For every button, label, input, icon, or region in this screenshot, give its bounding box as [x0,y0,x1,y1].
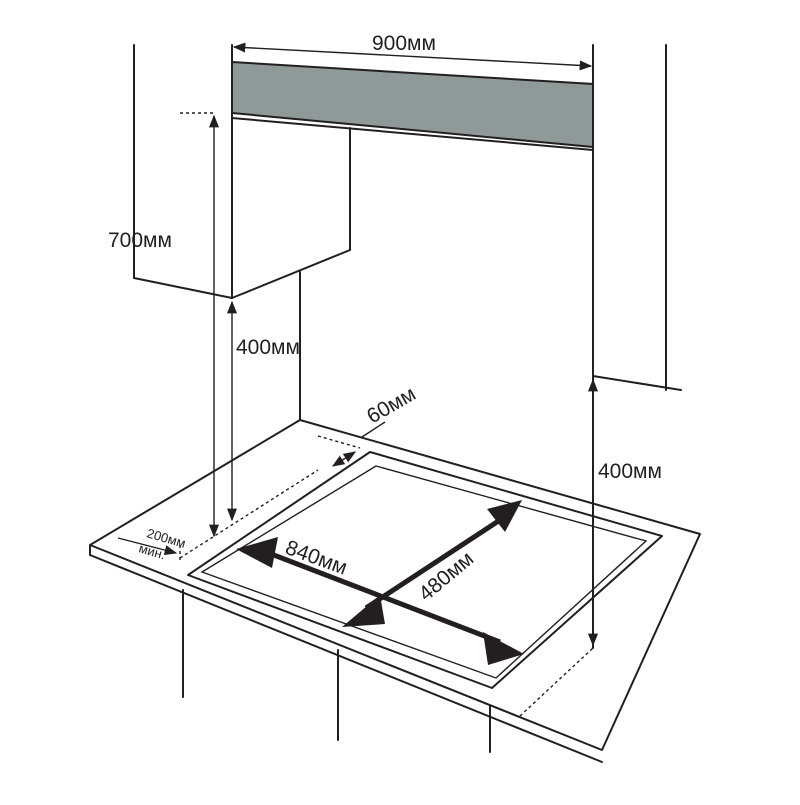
side-gap-arrow [117,537,178,556]
back-gap-leader [361,421,386,438]
right-clearance-label: 400мм [598,460,662,483]
back-gap-label: 60мм [363,382,420,428]
clearance-dashed-lines [179,112,594,717]
dimension-arrows [117,42,599,647]
hood-height-label: 700мм [108,229,172,252]
hob-cutout [187,451,663,689]
hood-width-label: 900мм [372,32,436,55]
hood-width-arrow [232,42,593,71]
range-hood [231,44,594,299]
hob-size-arrows [236,500,524,665]
hob-width-arrow-right [483,632,524,665]
hob-width-arrow-left [236,537,278,568]
left-clearance-label: 400мм [236,336,300,359]
side-gap-note: мин. [137,540,167,562]
left-wall-cabinet [133,44,351,421]
hob-depth-arrow-bottom [342,595,385,627]
hob-depth-arrow-top [487,500,522,532]
back-gap-arrow [331,451,357,467]
